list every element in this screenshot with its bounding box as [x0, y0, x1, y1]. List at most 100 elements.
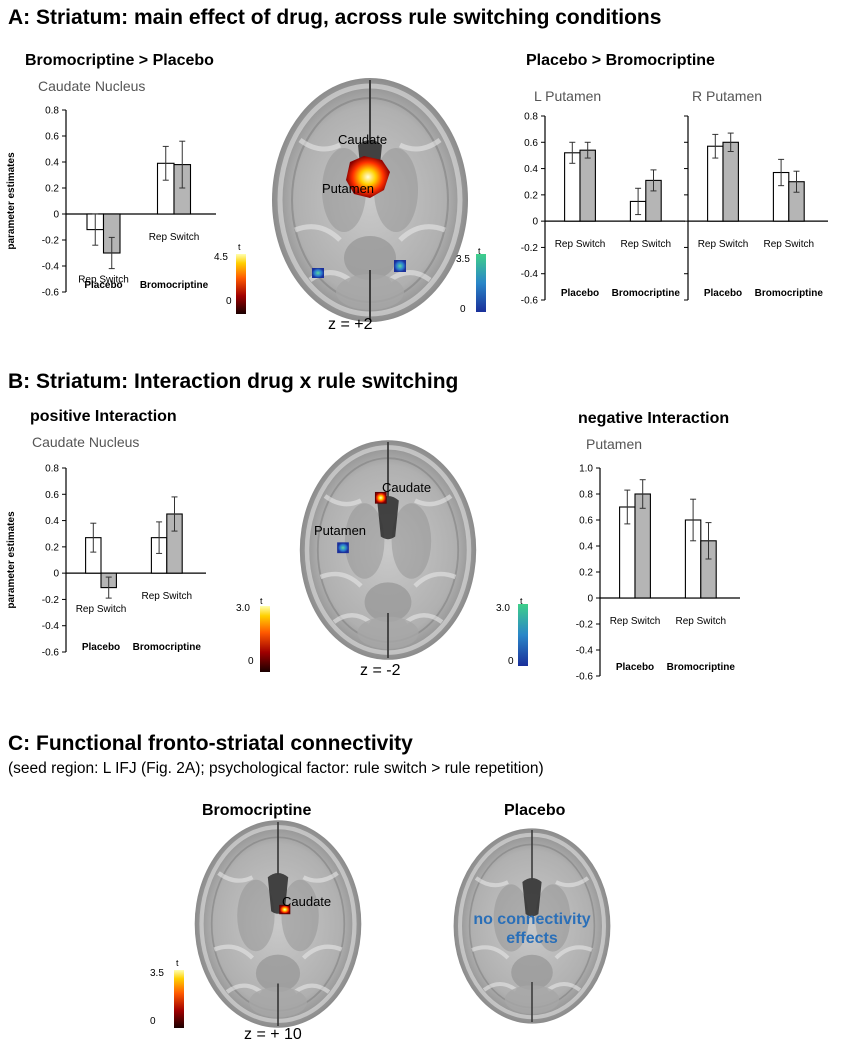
y-tick-label: 0.8 [45, 464, 59, 475]
y-tick-label: -0.6 [521, 296, 539, 307]
colorbar-a-cool-max: 3.5 [456, 254, 470, 265]
panel-c-right-heading: Placebo [504, 802, 566, 819]
colorbar-b-cool-min: 0 [508, 656, 514, 667]
y-tick-label: -0.6 [42, 648, 60, 659]
y-tick-label: 0.4 [45, 158, 59, 169]
panel-a-title: A: Striatum: main effect of drug, across… [8, 6, 662, 29]
group-label: Bromocriptine [140, 280, 209, 291]
group-label: Placebo [84, 280, 122, 291]
panel-b-title: B: Striatum: Interaction drug x rule swi… [8, 370, 459, 393]
bar-category-label: Rep Switch [676, 616, 727, 627]
caudate-activation-blob [346, 156, 390, 198]
y-tick-label: 0 [53, 569, 59, 580]
left-putamen-activation-blob [312, 268, 324, 278]
panel-c-title: C: Functional fronto-striatal connectivi… [8, 732, 413, 755]
y-tick-label: 0.8 [524, 112, 538, 123]
chart-b-caudate: 0.8 0.6 0.4 0.2 0 -0.2 -0.4 -0.6 parameter estim… [6, 464, 206, 659]
y-tick-label: 0.4 [524, 164, 538, 175]
colorbar-b-cool-label: t [520, 596, 523, 606]
y-tick-label: 0.8 [579, 490, 593, 501]
colorbar-b-cool: t 3.0 0 [496, 596, 528, 667]
slice-b-caption: z = -2 [360, 662, 401, 679]
group-label: Placebo [616, 662, 654, 673]
y-tick-label: -0.4 [42, 262, 60, 273]
bar-switch [579, 149, 596, 222]
brain-a-putamen-label: Putamen [322, 181, 374, 196]
y-axis-label: parameter estimates [6, 511, 17, 609]
panel-a-rputamen-region-label: R Putamen [692, 88, 763, 104]
brain-b-putamen-label: Putamen [314, 523, 366, 538]
colorbar-b-hot-label: t [260, 596, 263, 606]
bar-category-label: Rep Switch [698, 239, 749, 250]
brain-c-caudate-label: Caudate [282, 894, 331, 909]
y-tick-label: 0.4 [579, 542, 593, 553]
panel-c-subtitle: (seed region: L IFJ (Fig. 2A); psycholog… [8, 760, 544, 777]
panel-b-caudate-region-label: Caudate Nucleus [32, 434, 140, 450]
slice-a-caption: z = +2 [328, 316, 373, 333]
panel-b-right-heading: negative Interaction [578, 410, 730, 427]
panel-c-left-heading: Bromocriptine [202, 802, 312, 819]
putamen-activation-blob-b [337, 542, 349, 554]
y-tick-label: -0.2 [42, 595, 60, 606]
caudate-activation-blob-b [374, 491, 387, 504]
y-tick-label: 0 [53, 210, 59, 221]
brain-slice-c-bromocriptine: Caudate [188, 820, 368, 1030]
y-tick-label: 0.4 [45, 516, 59, 527]
no-connectivity-line1: no connectivity [473, 911, 591, 928]
colorbar-b-hot: t 3.0 0 [236, 596, 270, 672]
colorbar-c-hot: t 3.5 0 [150, 960, 184, 1028]
y-tick-label: 0.6 [45, 490, 59, 501]
y-tick-label: -0.6 [42, 288, 60, 299]
bar-category-label: Rep Switch [610, 616, 661, 627]
group-label: Placebo [704, 288, 742, 299]
y-tick-label: 0.6 [524, 138, 538, 149]
panel-b-putamen-region-label: Putamen [586, 436, 643, 452]
colorbar-c-hot-label: t [176, 960, 179, 968]
colorbar-a-hot-min: 0 [226, 296, 232, 307]
group-label: Bromocriptine [667, 662, 736, 673]
group-label: Bromocriptine [612, 288, 681, 299]
bar-category-label: Rep Switch [76, 604, 127, 615]
no-connectivity-line2: effects [506, 930, 558, 947]
y-tick-label: -0.4 [42, 621, 60, 632]
colorbar-a-hot-label: t [238, 242, 241, 252]
colorbar-b-hot-min: 0 [248, 656, 254, 667]
y-tick-label: 0 [587, 594, 593, 605]
colorbar-a-hot: t 4.5 0 [214, 242, 246, 314]
colorbar-a-cool-min: 0 [460, 304, 466, 315]
right-putamen-activation-blob [394, 260, 406, 272]
y-tick-label: -0.4 [576, 646, 594, 657]
panel-a-lputamen-region-label: L Putamen [534, 88, 602, 104]
colorbar-b-cool-gradient [518, 604, 528, 666]
bar-category-label: Rep Switch [78, 275, 129, 286]
panel-a-left-heading: Bromocriptine > Placebo [25, 52, 214, 69]
brain-a-caudate-label: Caudate [338, 132, 387, 147]
colorbar-a-hot-gradient [236, 254, 246, 314]
y-tick-label: -0.2 [521, 243, 539, 254]
y-tick-label: -0.4 [521, 269, 539, 280]
panel-a-right-heading: Placebo > Bromocriptine [526, 52, 715, 69]
colorbar-a-cool-gradient [476, 254, 486, 312]
y-tick-label: 0.2 [45, 184, 59, 195]
colorbar-c-hot-gradient [174, 970, 184, 1028]
caudate-connectivity-blob [279, 904, 291, 915]
colorbar-a-cool-label: t [478, 246, 481, 256]
brain-slice-a: Caudate Putamen [268, 74, 473, 324]
colorbar-b-cool-max: 3.0 [496, 603, 510, 614]
y-tick-label: -0.6 [576, 672, 594, 683]
y-tick-label: 0 [532, 217, 538, 228]
colorbar-a-hot-max: 4.5 [214, 252, 228, 263]
bar-switch [722, 141, 739, 222]
bar-category-label: Rep Switch [149, 232, 200, 243]
bar-category-label: Rep Switch [764, 239, 815, 250]
slice-c-caption: z = + 10 [244, 1026, 302, 1043]
y-tick-label: 0.2 [45, 542, 59, 553]
no-connectivity-text: no connectivity effects [452, 910, 612, 948]
y-axis-label: parameter estimates [6, 152, 17, 250]
bar-category-label: Rep Switch [621, 239, 672, 250]
brain-slice-b: Caudate Putamen [294, 438, 482, 663]
